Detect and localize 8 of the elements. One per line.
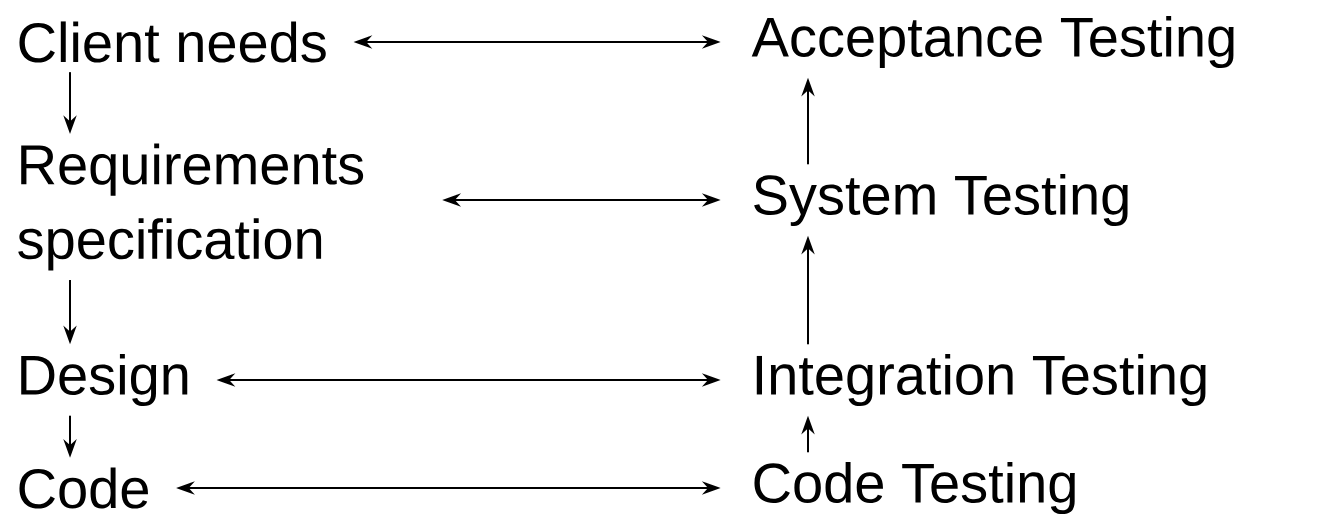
- step-label: Requirements specification: [18, 143, 364, 271]
- step-label: Code: [19, 467, 148, 509]
- step-label: System Testing: [754, 173, 1128, 227]
- step-label: Acceptance Testing: [751, 15, 1234, 69]
- step-label: Code Testing: [754, 461, 1075, 515]
- step-label: Client needs: [19, 21, 326, 63]
- step-label: Design: [21, 353, 188, 407]
- step-label: Integration Testing: [756, 353, 1206, 407]
